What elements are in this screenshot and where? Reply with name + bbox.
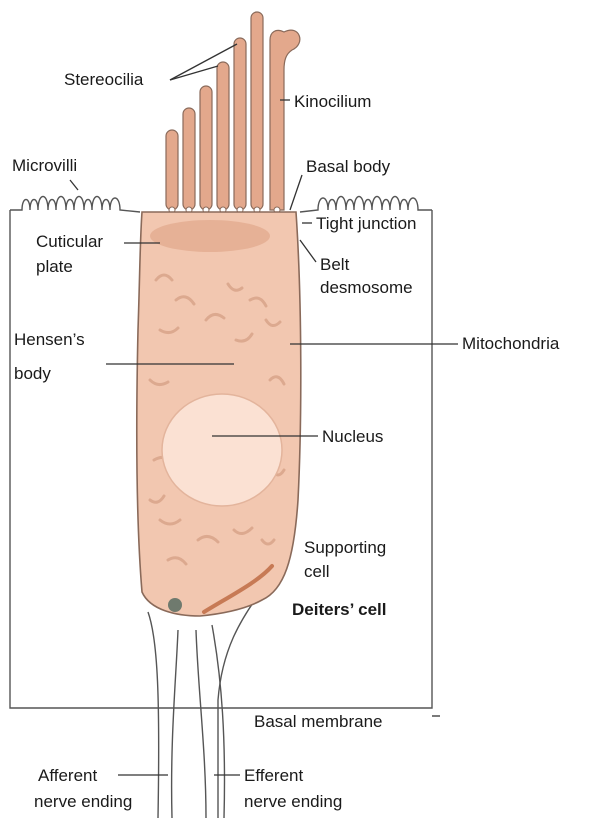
- label-cuticular-plate-line1: Cuticular: [36, 232, 103, 252]
- stereocilium: [200, 86, 212, 210]
- label-stereocilia: Stereocilia: [64, 70, 143, 90]
- kinocilium: [270, 30, 300, 210]
- stereocilium: [251, 12, 263, 210]
- label-mitochondria: Mitochondria: [462, 334, 559, 354]
- cuticular-plate: [150, 220, 270, 252]
- stereocilium: [217, 62, 229, 210]
- stereocilia-bundle: [166, 12, 300, 213]
- label-tight-junction: Tight junction: [316, 214, 416, 234]
- label-kinocilium: Kinocilium: [294, 92, 371, 112]
- label-afferent-line1: Afferent: [38, 766, 97, 786]
- label-basal-body: Basal body: [306, 157, 390, 177]
- microvilli-left: [10, 197, 140, 213]
- label-basal-membrane: Basal membrane: [254, 712, 383, 732]
- label-microvilli: Microvilli: [12, 156, 77, 176]
- nucleus: [162, 394, 282, 506]
- label-deiters-cell: Deiters’ cell: [292, 600, 387, 620]
- microvilli-right: [300, 197, 432, 213]
- label-hensens-body-line1: Hensen’s: [14, 330, 85, 350]
- label-supporting-cell-line1: Supporting: [304, 538, 386, 558]
- label-efferent-line1: Efferent: [244, 766, 303, 786]
- label-nucleus: Nucleus: [322, 427, 383, 447]
- stereocilium: [166, 130, 178, 210]
- label-supporting-cell-line2: cell: [304, 562, 330, 582]
- afferent-nerve-terminal: [168, 598, 182, 612]
- label-belt-desmosome-line1: Belt: [320, 255, 349, 275]
- label-afferent-line2: nerve ending: [34, 792, 132, 812]
- label-cuticular-plate-line2: plate: [36, 257, 73, 277]
- stereocilium: [234, 38, 246, 210]
- label-efferent-line2: nerve ending: [244, 792, 342, 812]
- label-belt-desmosome-line2: desmosome: [320, 278, 413, 298]
- stereocilium: [183, 108, 195, 210]
- label-hensens-body-line2: body: [14, 364, 51, 384]
